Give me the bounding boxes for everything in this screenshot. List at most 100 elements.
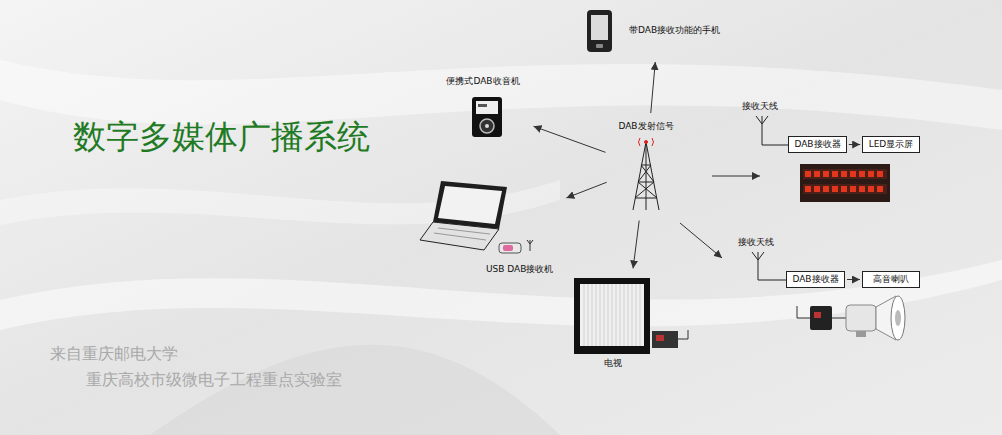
transmitter-tower bbox=[638, 165, 651, 182]
phone-icon bbox=[591, 15, 608, 40]
horn-speaker-photo bbox=[895, 310, 901, 326]
speaker-receiver-photo bbox=[797, 318, 810, 319]
phone-node: 带DAB接收功能的手机 bbox=[583, 8, 733, 54]
antenna-symbol bbox=[758, 280, 786, 281]
transmitter-tower bbox=[638, 182, 657, 198]
signal-connector bbox=[534, 126, 606, 152]
laptop-icon bbox=[420, 181, 507, 250]
source-note: 重庆高校市级微电子工程重点实验室 bbox=[86, 370, 342, 389]
speaker-receiver-photo bbox=[810, 306, 832, 330]
tv-receiver-icon bbox=[652, 330, 688, 348]
usb-receiver-icon bbox=[530, 240, 531, 251]
node-label: LED显示屏 bbox=[869, 139, 914, 150]
antenna-label: 接收天线 bbox=[738, 237, 774, 248]
signal-connector bbox=[849, 144, 860, 145]
signal-connector bbox=[651, 62, 656, 113]
horn-speaker-photo bbox=[846, 296, 905, 340]
antenna-label: 接收天线 bbox=[742, 101, 778, 112]
tv-icon bbox=[584, 284, 640, 346]
tv-receiver-icon bbox=[678, 339, 688, 340]
node-label: 电视 bbox=[604, 358, 622, 369]
portable-radio-icon bbox=[472, 97, 502, 137]
source-note: 来自重庆邮电大学 bbox=[50, 344, 178, 363]
led-display-photo bbox=[805, 171, 883, 192]
horn-speaker-box: 高音喇叭 bbox=[862, 271, 920, 288]
tv-icon bbox=[574, 278, 650, 354]
led-display-photo bbox=[800, 164, 890, 202]
transmitter-tower bbox=[645, 141, 648, 144]
phone-icon bbox=[587, 10, 612, 52]
horn-speaker-photo bbox=[856, 331, 866, 337]
laptop-icon bbox=[434, 233, 486, 240]
node-label: USB DAB接收机 bbox=[486, 264, 553, 275]
antenna-symbol bbox=[762, 116, 763, 145]
usb-receiver-icon bbox=[499, 243, 521, 253]
laptop-icon bbox=[438, 186, 502, 224]
node-label: 高音喇叭 bbox=[873, 274, 909, 285]
usb-receiver-icon bbox=[503, 245, 513, 251]
tv-receiver-icon bbox=[656, 335, 664, 341]
portable-radio-icon bbox=[485, 124, 489, 128]
speaker-receiver-photo bbox=[797, 306, 846, 330]
signal-arrow bbox=[712, 176, 760, 177]
tv-node: 电视 bbox=[568, 276, 684, 372]
led-display-photo bbox=[800, 164, 890, 202]
transmitter-tower bbox=[635, 198, 657, 199]
tv-icon bbox=[574, 278, 650, 354]
diagram-title: 数字多媒体广播系统 bbox=[73, 117, 370, 157]
background bbox=[0, 260, 1002, 330]
transmitter-node: DAB发射信号 bbox=[613, 121, 679, 213]
transmitter-tower bbox=[633, 142, 646, 210]
transmitter-tower bbox=[633, 138, 659, 210]
usb-receiver-icon bbox=[527, 240, 533, 244]
portable-radio-icon bbox=[476, 101, 498, 114]
radio-node: 便携式DAB收音机 bbox=[440, 76, 526, 140]
laptop-node: USB DAB接收机 bbox=[418, 178, 560, 278]
signal-connector bbox=[633, 221, 639, 269]
node-label: DAB发射信号 bbox=[618, 121, 673, 132]
antenna-symbol bbox=[752, 116, 788, 280]
laptop-icon bbox=[433, 181, 507, 229]
signal-connector bbox=[847, 279, 860, 280]
transmitter-tower bbox=[652, 138, 654, 146]
signal-connector bbox=[566, 182, 606, 198]
receiver-box: DAB接收器 bbox=[786, 271, 845, 288]
transmitter-tower bbox=[641, 165, 654, 182]
transmitter-tower bbox=[646, 142, 647, 210]
node-label: 便携式DAB收音机 bbox=[446, 76, 519, 87]
speaker-receiver-photo bbox=[814, 312, 821, 318]
phone-icon bbox=[587, 10, 612, 52]
node-label: DAB接收器 bbox=[794, 139, 840, 150]
portable-radio-icon bbox=[480, 119, 494, 133]
transmitter-tower bbox=[641, 165, 651, 166]
laptop-icon bbox=[420, 222, 499, 250]
portable-radio-icon bbox=[472, 97, 502, 137]
antenna-symbol bbox=[758, 252, 759, 280]
antenna-symbol bbox=[762, 145, 788, 146]
portable-radio-icon bbox=[478, 104, 487, 107]
node-label: DAB接收器 bbox=[792, 274, 838, 285]
background bbox=[150, 345, 560, 435]
speaker-receiver-photo bbox=[832, 318, 846, 319]
horn-speaker-photo bbox=[891, 296, 905, 340]
receiver-box: DAB接收器 bbox=[788, 136, 847, 153]
tv-icon bbox=[580, 284, 644, 346]
phone-icon bbox=[596, 44, 603, 48]
signal-arrow bbox=[680, 223, 722, 258]
tv-receiver-icon bbox=[688, 330, 689, 339]
transmitter-tower bbox=[639, 138, 641, 146]
transmitter-tower bbox=[638, 182, 654, 183]
transmitter-tower bbox=[635, 182, 654, 198]
horn-speaker-photo bbox=[846, 305, 876, 331]
led-display-box: LED显示屏 bbox=[862, 136, 920, 153]
node-label: 带DAB接收功能的手机 bbox=[629, 25, 720, 36]
transmitter-tower bbox=[646, 142, 659, 210]
tv-receiver-icon bbox=[652, 331, 678, 348]
laptop-icon bbox=[438, 228, 490, 234]
speaker-receiver-photo bbox=[797, 306, 798, 318]
usb-receiver-icon bbox=[499, 240, 533, 253]
